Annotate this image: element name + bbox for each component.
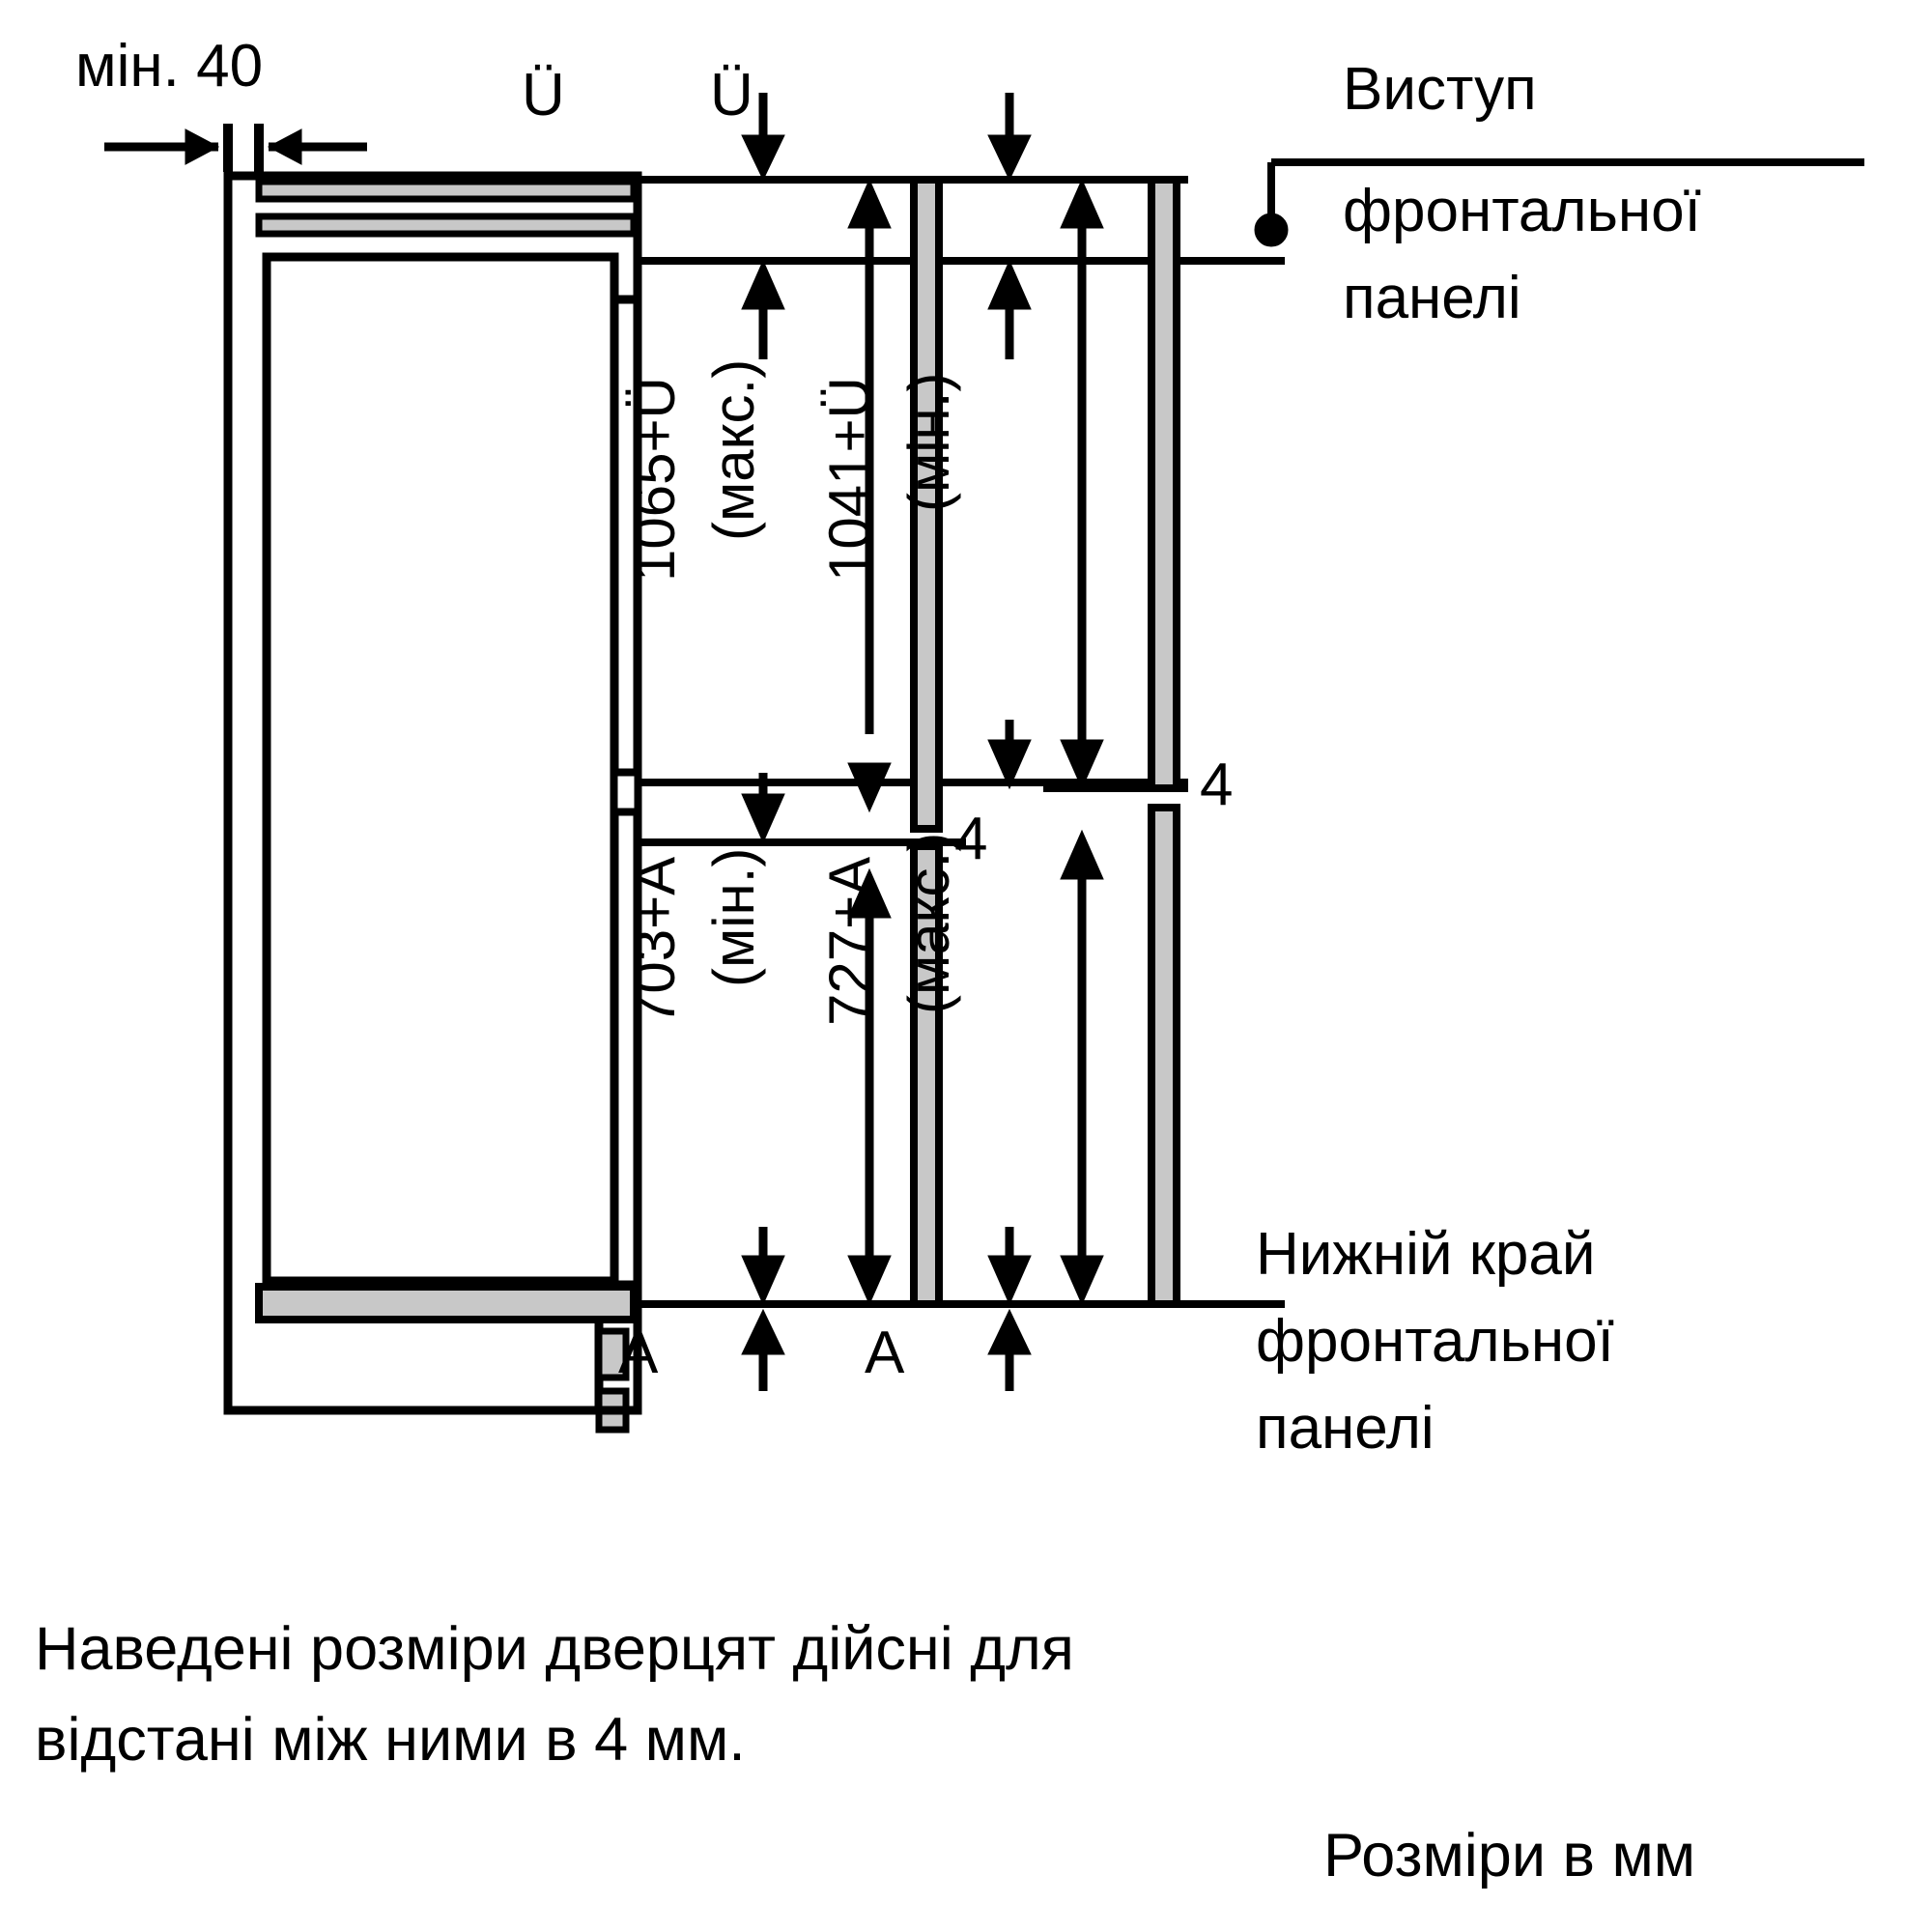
dim-label-1041: 1041+Ü [817, 377, 882, 582]
reference-lines [638, 176, 1285, 1308]
dim-qualifier-1065: (макс.) [701, 358, 766, 541]
dim-1065-head-down [741, 793, 785, 844]
protrusion-callout-line2: фронтальної [1343, 178, 1701, 244]
min40-arrowhead-left [185, 128, 220, 165]
dim-1041-head-down [987, 739, 1032, 790]
dim-maks-right-arrows [1060, 829, 1104, 1306]
protrusion-callout-leader [1254, 158, 1864, 247]
dim-label-1065: 1065+Ü [622, 377, 687, 582]
caption-line-1: Наведені розміри дверцят дійсні для [35, 1615, 1074, 1683]
dim-qualifier-703: (мін.) [701, 847, 766, 987]
bottom-plinth-bar [255, 1283, 638, 1323]
door-panel-bars [910, 176, 1180, 1308]
dim-maks-left-head-up [847, 178, 892, 229]
top-trim-bar-2 [255, 213, 638, 238]
protrusion-leader-dot [1254, 213, 1289, 247]
dim-min-right-head-down [1060, 739, 1104, 790]
a-symbol-left: A [618, 1320, 659, 1386]
appliance-side-view [223, 171, 642, 1434]
dim-min-right-arrows [1060, 178, 1104, 790]
bottom-edge-callout-line2: фронтальної [1256, 1308, 1614, 1375]
dim-727-head-down [987, 1255, 1032, 1306]
door-panel-bar-upper-right [1148, 176, 1180, 792]
caption-line-2: відстані між ними в 4 мм. [35, 1706, 746, 1774]
dim-min-left-arrows [847, 867, 892, 1306]
foot-block-1 [595, 1327, 630, 1381]
dim-maks-right-head-down [1060, 1255, 1104, 1306]
a-symbol-right: A [865, 1320, 905, 1386]
dim-727-arrows [987, 1227, 1032, 1306]
dim-1041-arrows [987, 259, 1032, 790]
a-up-arrows [741, 1308, 1032, 1391]
dim-label-703: 703+A [622, 856, 687, 1026]
min40-label: мін. 40 [75, 33, 264, 99]
u-down-arrows [741, 93, 1032, 182]
dim-maks-right-head-up [1060, 829, 1104, 880]
gap-label-left: 4 [954, 806, 988, 872]
dim-1041-head-up [987, 259, 1032, 310]
dim-min-left-head-up [847, 867, 892, 919]
u-symbol-left: Ü [522, 62, 565, 128]
inner-liner-outline [262, 252, 619, 1286]
dim-703-head-down [741, 1255, 785, 1306]
dim-label-727: 727+A [817, 856, 882, 1026]
units-footer: Розміри в мм [1323, 1822, 1696, 1889]
bottom-edge-callout-line1: Нижній край [1256, 1221, 1596, 1288]
door-panel-bar-upper-left [910, 176, 943, 833]
gap-leader-lines [827, 784, 1188, 846]
door-panel-bar-lower-right [1148, 804, 1180, 1308]
dim-qualifier-727: (макс.) [896, 832, 961, 1014]
min40-dimension [104, 124, 367, 172]
dim-maks-left-arrows [847, 178, 892, 813]
a-arrowhead-left [741, 1308, 785, 1355]
dim-1065-head-up [741, 259, 785, 310]
dim-qualifier-1041: (мін.) [896, 372, 961, 512]
dim-703-arrows [741, 1227, 785, 1306]
dim-min-left-head-down [847, 1255, 892, 1306]
a-arrowhead-right [987, 1308, 1032, 1355]
u-arrowhead-left [741, 134, 785, 182]
hinge-gap-middle [611, 769, 641, 815]
dim-1065-arrows [741, 259, 785, 844]
gap-label-right: 4 [1200, 752, 1234, 818]
u-symbol-right: Ü [710, 62, 753, 128]
top-trim-bar-1 [255, 178, 638, 203]
bottom-edge-callout-line3: панелі [1256, 1395, 1435, 1462]
dim-min-right-head-up [1060, 178, 1104, 229]
dim-maks-left-head-down [847, 762, 892, 813]
u-arrowhead-right [987, 134, 1032, 182]
protrusion-callout-line3: панелі [1343, 265, 1521, 331]
min40-arrowhead-right [267, 128, 302, 165]
protrusion-callout-line1: Виступ [1343, 56, 1537, 123]
